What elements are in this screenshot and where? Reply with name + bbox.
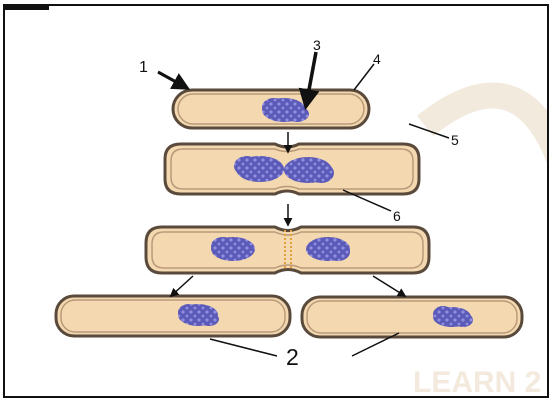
- elongated-cell: [165, 144, 419, 194]
- parent-cell: [173, 90, 369, 128]
- pointer-1: [158, 72, 187, 88]
- daughter-cell-right: [302, 297, 522, 337]
- dividing-cell: [146, 227, 429, 273]
- pointer-2-left: [210, 339, 277, 356]
- label-6: 6: [393, 208, 401, 224]
- label-4: 4: [373, 51, 381, 67]
- frame-corner-bar: [5, 6, 49, 10]
- arrow-step-3-right: [373, 276, 405, 296]
- label-2: 2: [286, 344, 299, 370]
- label-3: 3: [313, 37, 321, 53]
- label-5: 5: [451, 132, 459, 148]
- binary-fission-diagram: LEARN 2 BE: [5, 6, 549, 398]
- daughter-cell-left: [56, 296, 290, 336]
- watermark-text: LEARN 2 BE: [413, 366, 549, 398]
- arrow-step-3-left: [171, 276, 193, 296]
- diagram-frame: LEARN 2 BE: [3, 4, 549, 398]
- watermark: LEARN 2 BE: [413, 96, 549, 398]
- label-1: 1: [139, 59, 148, 76]
- pointer-4: [354, 64, 374, 90]
